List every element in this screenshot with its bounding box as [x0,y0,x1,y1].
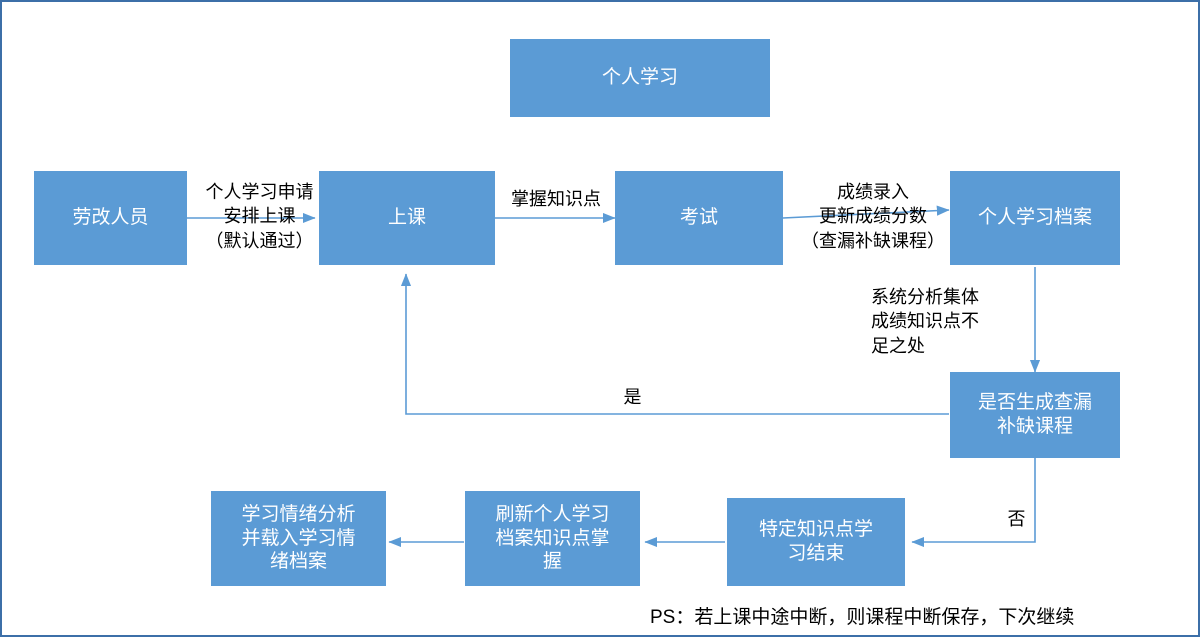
node-generate-gap-course[interactable]: 是否生成查漏 补缺课程 [950,372,1120,458]
node-reform-personnel[interactable]: 劳改人员 [34,171,187,265]
edge-label-score-entry: 成绩录入 更新成绩分数 （查漏补缺课程） [801,182,945,251]
footnote-text: PS：若上课中途中断，则课程中断保存，下次继续 [650,607,1075,628]
node-personal-study[interactable]: 个人学习 [510,39,770,117]
edge-label-master-knowledge: 掌握知识点 [511,189,601,209]
edge-label-yes: 是 [623,387,642,407]
node-refresh-archive[interactable]: 刷新个人学习 档案知识点掌 握 [465,491,640,586]
node-specific-knowledge-end[interactable]: 特定知识点学 习结束 [727,498,905,586]
node-personal-study-archive[interactable]: 个人学习档案 [950,171,1120,265]
edge-label-apply-arrange: 个人学习申请 安排上课 （默认通过） [205,182,314,251]
edge-label-system-analysis: 系统分析集体 成绩知识点不 足之处 [871,287,979,356]
node-exam[interactable]: 考试 [615,171,783,265]
edge-label-no: 否 [1007,509,1026,529]
node-emotion-analysis[interactable]: 学习情绪分析 并载入学习情 绪档案 [211,491,386,586]
node-attend-class[interactable]: 上课 [319,171,495,265]
